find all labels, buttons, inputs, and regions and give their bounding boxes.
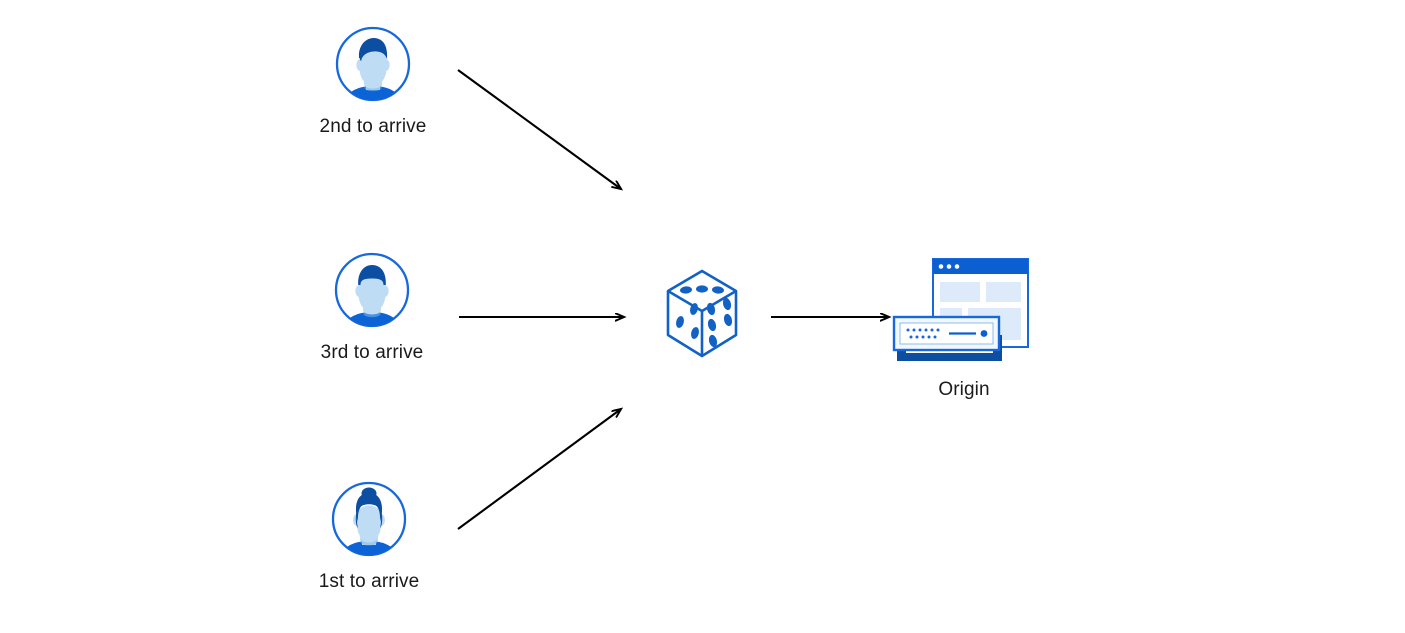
node-client-1st: 1st to arrive (269, 479, 469, 593)
origin-server-icon (864, 255, 1064, 365)
node-label: Origin (938, 379, 990, 400)
node-client-2nd: 2nd to arrive (273, 24, 473, 138)
user-avatar-icon (332, 250, 412, 330)
node-label: 2nd to arrive (319, 116, 427, 137)
dice-cube-icon (642, 262, 762, 377)
user-avatar-icon (329, 479, 409, 559)
arrow-1st-to-dice (457, 409, 621, 530)
server-appliance (892, 315, 1002, 361)
node-dice (642, 262, 762, 377)
node-label: 1st to arrive (318, 571, 420, 592)
user-avatar-icon (333, 24, 413, 104)
node-origin: Origin (864, 255, 1064, 401)
arrow-2nd-to-dice (457, 69, 621, 189)
node-label: 3rd to arrive (320, 342, 424, 363)
node-client-3rd: 3rd to arrive (272, 250, 472, 364)
